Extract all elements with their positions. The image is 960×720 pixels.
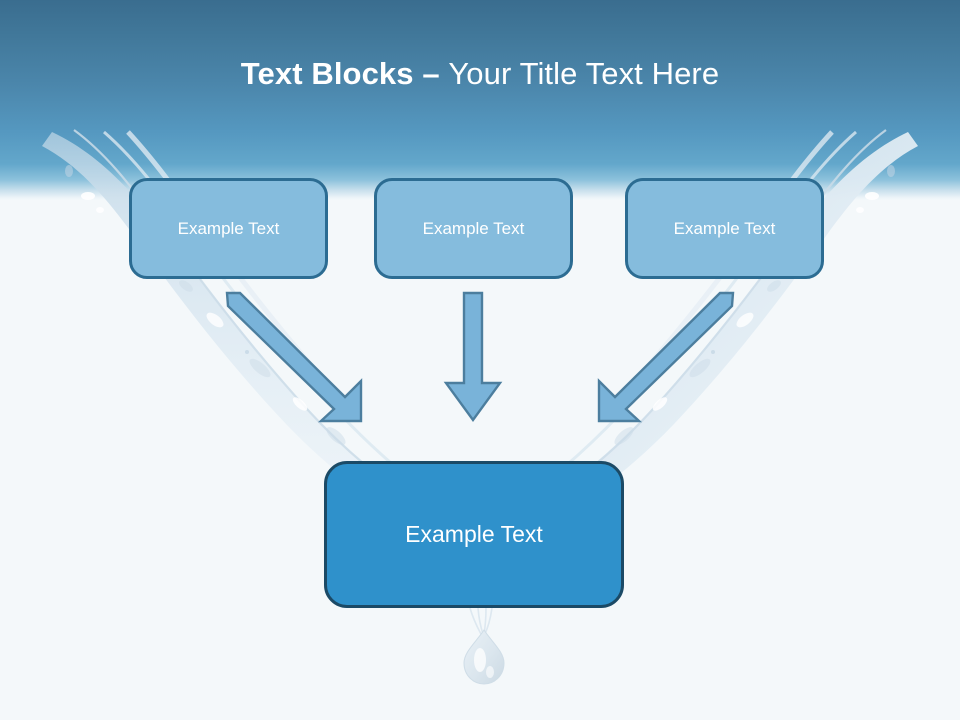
page-title: Text Blocks – Your Title Text Here: [0, 54, 960, 94]
arrow-left-diagonal-icon: [225, 291, 363, 423]
water-drop: [463, 607, 505, 685]
text-block-1[interactable]: Example Text: [129, 178, 328, 279]
arrow-center-straight-icon: [443, 291, 503, 423]
header-gradient-band: [0, 0, 960, 200]
text-block-2-label: Example Text: [422, 218, 525, 238]
arrow-right-diagonal-icon: [597, 291, 735, 423]
result-text-block[interactable]: Example Text: [324, 461, 624, 608]
text-block-2[interactable]: Example Text: [374, 178, 573, 279]
text-block-3[interactable]: Example Text: [625, 178, 824, 279]
title-light-part: Your Title Text Here: [448, 56, 720, 91]
title-bold-part: Text Blocks –: [240, 56, 449, 91]
text-block-3-label: Example Text: [673, 218, 776, 238]
text-block-1-label: Example Text: [177, 218, 280, 238]
result-text-block-label: Example Text: [405, 521, 543, 547]
